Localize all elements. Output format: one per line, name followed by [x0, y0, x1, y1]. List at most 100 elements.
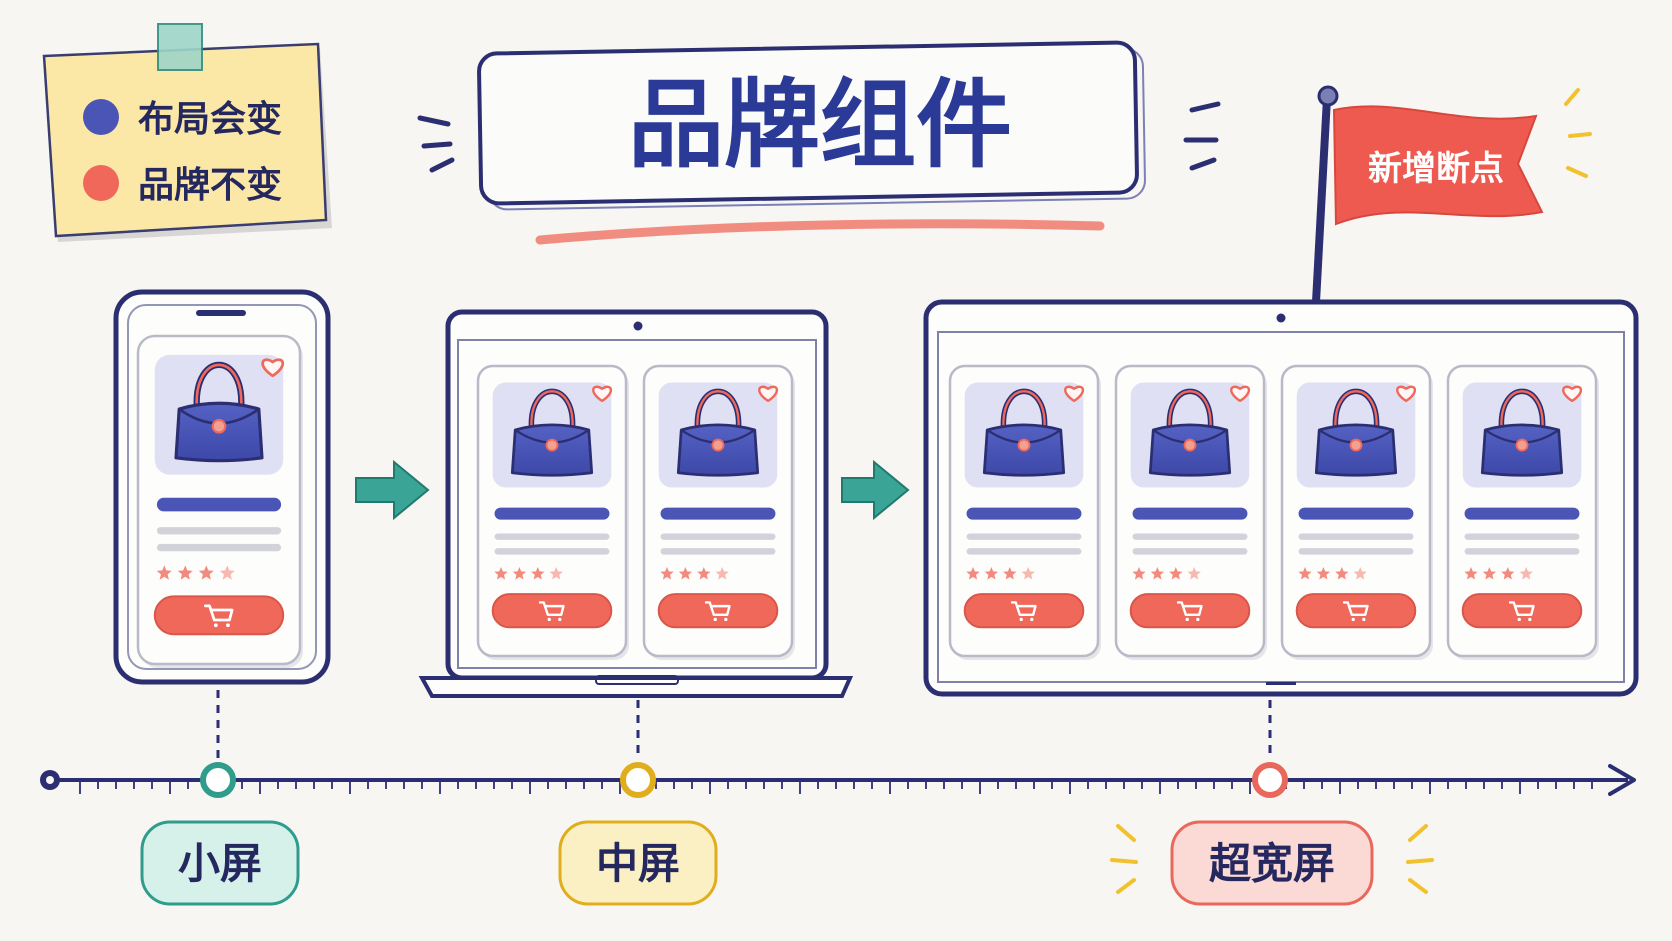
star-icon [156, 565, 172, 580]
arrow-right-icon [841, 459, 910, 521]
heart-icon[interactable] [758, 385, 779, 403]
heart-icon[interactable] [1064, 385, 1085, 403]
star-icon [1482, 567, 1496, 580]
axis-arrow-icon [1608, 764, 1636, 796]
arrow-right-icon [355, 459, 430, 521]
axis-ticks [79, 780, 1593, 794]
legend-label-brand: 品牌不变 [138, 164, 282, 206]
star-icon [660, 567, 674, 580]
product-card [476, 364, 629, 660]
heart-icon[interactable] [261, 358, 285, 378]
breakpoint-pill-medium [558, 820, 718, 906]
heart-icon[interactable] [1396, 385, 1417, 403]
page-title: 品牌组件 [628, 69, 1012, 181]
cart-icon [1342, 601, 1369, 617]
new-breakpoint-flag: 新增断点 [1312, 85, 1592, 306]
star-icon [697, 567, 711, 580]
description-line [1132, 548, 1248, 555]
description-line [1464, 548, 1580, 555]
product-card [136, 334, 303, 668]
star-icon [966, 567, 980, 580]
description-line [156, 527, 282, 535]
star-icon [1150, 567, 1164, 580]
product-card [1114, 364, 1267, 660]
star-icon [549, 567, 563, 580]
add-to-cart-button[interactable] [1129, 593, 1251, 629]
laptop-base [418, 676, 854, 698]
star-icon [1132, 567, 1146, 580]
star-icon [1298, 567, 1312, 580]
product-title-bar [1132, 507, 1248, 520]
cart-icon [203, 604, 234, 622]
sparkle-icon [1110, 824, 1434, 894]
breakpoint-marker-ultrawide [1252, 762, 1288, 798]
handbag-icon [1148, 388, 1232, 477]
description-line [1298, 533, 1414, 540]
breakpoint-label-small: 小屏 [178, 839, 262, 888]
breakpoint-pill-ultrawide [1170, 820, 1374, 906]
description-line [1464, 533, 1580, 540]
product-card [1280, 364, 1433, 660]
star-icon [1464, 567, 1478, 580]
product-title-bar [1298, 507, 1414, 520]
star-icon [1501, 567, 1515, 580]
legend-dot-brand [83, 165, 119, 201]
breakpoint-label-ultrawide: 超宽屏 [1209, 839, 1335, 888]
star-icon [494, 567, 508, 580]
product-cards [136, 334, 1599, 668]
tape [157, 23, 203, 71]
add-to-cart-button[interactable] [963, 593, 1085, 629]
handbag-icon [982, 388, 1066, 477]
product-card [642, 364, 795, 660]
description-line [966, 548, 1082, 555]
flag-label: 新增断点 [1368, 149, 1504, 189]
breakpoint-label-medium: 中屏 [596, 839, 680, 888]
handbag-icon [510, 388, 594, 477]
legend-dot-layout [83, 99, 119, 135]
handbag-icon [676, 388, 760, 477]
star-icon [1169, 567, 1183, 580]
star-icon [715, 567, 729, 580]
description-line [660, 533, 776, 540]
cart-icon [704, 601, 731, 617]
description-line [156, 543, 282, 552]
add-to-cart-button[interactable] [657, 593, 779, 629]
heart-icon[interactable] [592, 385, 613, 403]
add-to-cart-button[interactable] [1295, 593, 1417, 629]
star-icon [1187, 567, 1201, 580]
product-title-bar [156, 497, 282, 512]
description-line [1132, 533, 1248, 540]
star-icon [1335, 567, 1349, 580]
description-line [660, 548, 776, 555]
star-icon [1003, 567, 1017, 580]
description-line [966, 533, 1082, 540]
star-icon [1316, 567, 1330, 580]
breakpoint-marker-medium [620, 762, 656, 798]
product-card [1446, 364, 1599, 660]
heart-icon[interactable] [1562, 385, 1583, 403]
handbag-icon [174, 361, 264, 463]
cart-icon [538, 601, 565, 617]
product-title-bar [494, 507, 610, 520]
star-icon [984, 567, 998, 580]
legend-note: 布局会变 品牌不变 [42, 23, 332, 242]
handbag-icon [1314, 388, 1398, 477]
star-icon [219, 565, 235, 580]
product-card [948, 364, 1101, 660]
star-icon [1021, 567, 1035, 580]
star-icon [531, 567, 545, 580]
phone-speaker [196, 310, 246, 316]
laptop-camera [633, 321, 643, 331]
star-icon [1519, 567, 1533, 580]
star-icon [512, 567, 526, 580]
breakpoint-marker-small [200, 762, 236, 798]
heart-icon[interactable] [1230, 385, 1251, 403]
add-to-cart-button[interactable] [491, 593, 613, 629]
add-to-cart-button[interactable] [1461, 593, 1583, 629]
cart-icon [1176, 601, 1203, 617]
star-icon [198, 565, 214, 580]
star-icon [177, 565, 193, 580]
description-line [494, 533, 610, 540]
add-to-cart-button[interactable] [153, 595, 285, 636]
